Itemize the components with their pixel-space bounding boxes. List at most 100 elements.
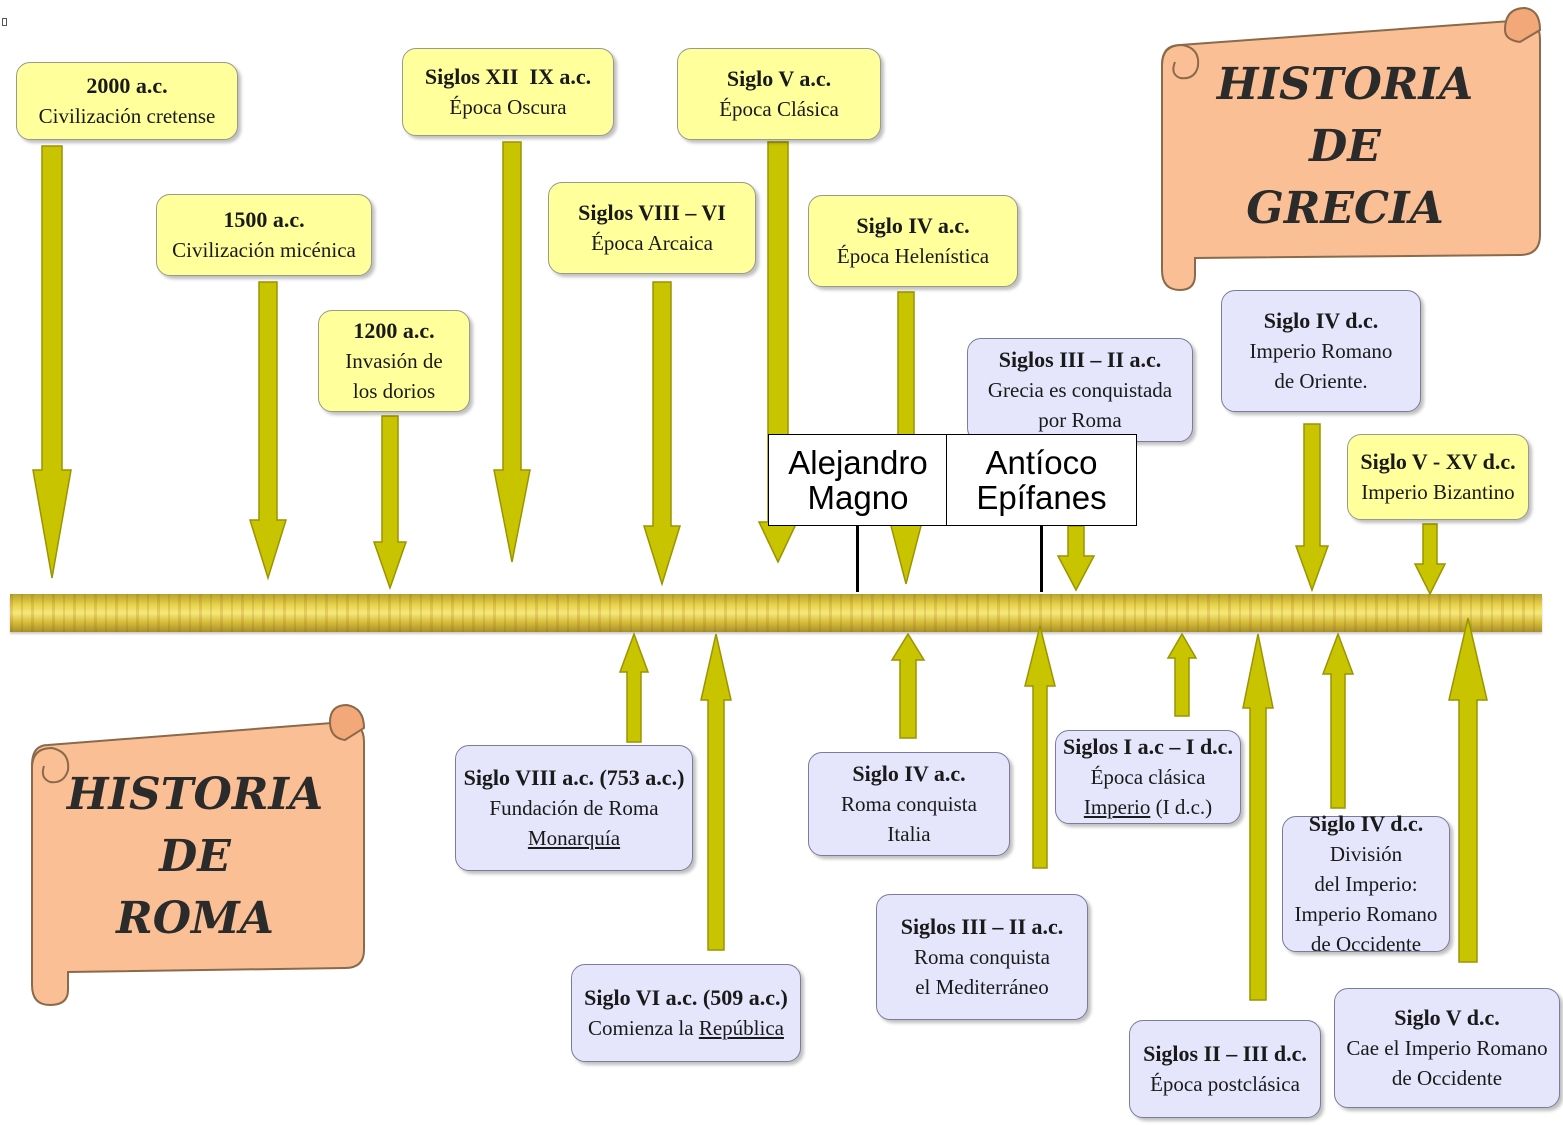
arrow-rome-republic — [700, 633, 732, 951]
event-date: Siglo V a.c. — [726, 66, 832, 91]
rome-event-division: Siglo IV d.c. División del Imperio: Impe… — [1282, 811, 1450, 956]
event-description: por Roma — [1038, 408, 1122, 432]
arrow-rome-foundation — [618, 631, 650, 743]
event-description: de Oriente. — [1274, 369, 1368, 393]
arrow-rome-mediterranean — [1024, 625, 1056, 869]
event-description: Imperio Bizantino — [1361, 480, 1515, 504]
rome-event-mediterranean: Siglos III – II a.c. Roma conquista el M… — [876, 894, 1088, 1020]
greece-event-cretan: 2000 a.c. Civilización cretense — [16, 62, 238, 140]
event-description: División — [1329, 842, 1403, 866]
event-description: Época Clásica — [719, 97, 839, 121]
rome-title-line-1: HISTORIA — [66, 769, 324, 820]
greece-title-line-3: GRECIA — [1246, 183, 1444, 234]
arrow-eastern-empire — [1294, 423, 1330, 593]
arrow-archaic — [642, 281, 682, 587]
rome-title-line-2: DE — [159, 831, 231, 882]
event-date: Siglos VIII – VI — [578, 200, 726, 225]
event-period: Imperio — [1083, 795, 1151, 819]
event-date: 1200 a.c. — [353, 318, 435, 343]
event-date: Siglos III – II a.c. — [900, 914, 1064, 939]
greece-title-line-1: HISTORIA — [1216, 59, 1474, 110]
event-period: República — [698, 1016, 784, 1040]
antioco-tick — [1040, 526, 1043, 592]
arrow-rome-italy — [890, 632, 926, 739]
greece-event-hellenistic: Siglo IV a.c. Época Helenística — [808, 195, 1018, 287]
event-description: Civilización cretense — [38, 104, 216, 128]
arrow-dorian — [372, 415, 408, 591]
event-description-prefix: Comienza la — [588, 1016, 699, 1040]
arrow-cretan — [32, 145, 72, 579]
annotation-line: Magno — [807, 479, 909, 516]
event-description: Italia — [887, 822, 931, 846]
arrow-dark-age — [493, 141, 531, 563]
event-date: 1500 a.c. — [223, 207, 305, 232]
arrow-rome-division — [1321, 631, 1355, 809]
event-description: Época Oscura — [449, 95, 567, 119]
rome-event-italy: Siglo IV a.c. Roma conquista Italia — [808, 752, 1010, 856]
rome-event-fall: Siglo V d.c. Cae el Imperio Romano de Oc… — [1334, 988, 1560, 1108]
event-description: de Occidente — [1391, 1066, 1503, 1090]
greece-title: HISTORIA DE GRECIA — [1200, 54, 1490, 240]
annotation-line: Alejandro — [788, 444, 928, 481]
greece-event-roman-conquest: Siglos III – II a.c. Grecia es conquista… — [967, 338, 1193, 442]
event-description: Roma conquista — [841, 792, 977, 816]
event-date: Siglo IV a.c. — [852, 761, 966, 786]
arrow-rome-fall — [1448, 617, 1488, 963]
greece-event-eastern-empire: Siglo IV d.c. Imperio Romano de Oriente. — [1221, 290, 1421, 412]
timeline-bar — [10, 594, 1542, 632]
annotation-line: Epífanes — [976, 479, 1107, 516]
greece-event-mycenaean: 1500 a.c. Civilización micénica — [156, 194, 372, 276]
alejandro-tick — [856, 526, 859, 592]
event-description: Época Helenística — [836, 244, 990, 268]
arrow-rome-classical — [1166, 632, 1198, 717]
greece-event-dorian: 1200 a.c. Invasión de los dorios — [318, 310, 470, 412]
event-period: Monarquía — [527, 826, 621, 850]
greece-title-line-2: DE — [1309, 121, 1381, 172]
greece-event-archaic: Siglos VIII – VI Época Arcaica — [548, 182, 756, 274]
rome-event-postclassical: Siglos II – III d.c. Época postclásica — [1129, 1020, 1321, 1118]
event-description: Comienza la República — [588, 1013, 784, 1043]
rome-title: HISTORIA DE ROMA — [60, 764, 330, 950]
event-date: Siglo VIII a.c. (753 a.c.) — [463, 765, 685, 790]
rome-title-line-3: ROMA — [116, 893, 274, 944]
event-description: Imperio Romano — [1249, 339, 1393, 363]
event-date: Siglo V - XV d.c. — [1360, 449, 1516, 474]
event-date: Siglos XII IX a.c. — [424, 64, 592, 89]
event-description: los dorios — [352, 379, 436, 403]
rome-scroll — [31, 703, 366, 1007]
event-date: Siglo IV d.c. — [1263, 308, 1379, 333]
event-date: Siglo IV d.c. — [1308, 811, 1424, 836]
event-description: Imperio Romano — [1294, 902, 1438, 926]
event-description: Época clásica — [1090, 765, 1206, 789]
event-date: Siglos III – II a.c. — [998, 347, 1162, 372]
greece-event-classical: Siglo V a.c. Época Clásica — [677, 48, 881, 140]
event-date: 2000 a.c. — [86, 73, 168, 98]
event-date: Siglo V d.c. — [1394, 1005, 1500, 1030]
arrow-rome-postclassical — [1242, 633, 1274, 1001]
annotation-antioco: Antíoco Epífanes — [946, 434, 1137, 526]
arrow-byzantine — [1413, 523, 1447, 596]
arrow-roman-conquest — [1056, 525, 1096, 592]
rome-event-republic: Siglo VI a.c. (509 a.c.) Comienza la Rep… — [571, 964, 801, 1062]
event-description: Roma conquista — [914, 945, 1050, 969]
rome-event-classical: Siglos I a.c – I d.c. Época clásica Impe… — [1055, 730, 1241, 824]
event-description: Cae el Imperio Romano — [1346, 1036, 1548, 1060]
annotation-line: Antíoco — [985, 444, 1098, 481]
event-description: Civilización micénica — [172, 238, 356, 262]
event-description: Época postclásica — [1150, 1072, 1300, 1096]
greece-event-dark-age: Siglos XII IX a.c. Época Oscura — [402, 48, 614, 136]
corner-mark — [2, 18, 7, 26]
event-description: Época Arcaica — [591, 231, 713, 255]
event-description: Grecia es conquistada — [987, 378, 1173, 402]
event-description-suffix: (I d.c.) — [1150, 795, 1213, 819]
event-description: Imperio (I d.c.) — [1084, 792, 1212, 822]
event-date: Siglo IV a.c. — [856, 213, 970, 238]
arrow-mycenaean — [248, 281, 288, 581]
greece-scroll — [1161, 6, 1542, 292]
greece-event-byzantine: Siglo V - XV d.c. Imperio Bizantino — [1347, 434, 1529, 520]
event-date: Siglos II – III d.c. — [1143, 1041, 1307, 1066]
rome-event-foundation: Siglo VIII a.c. (753 a.c.) Fundación de … — [455, 745, 693, 871]
annotation-alejandro: Alejandro Magno — [768, 434, 948, 526]
